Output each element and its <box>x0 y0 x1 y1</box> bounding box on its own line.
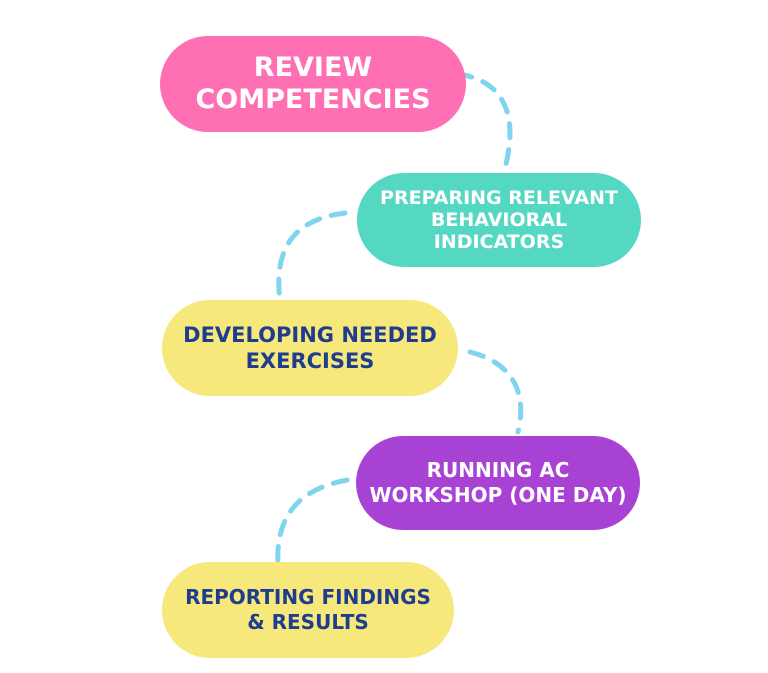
connector-3-to-4 <box>467 349 524 435</box>
connector-4-to-5 <box>275 477 350 568</box>
step-label: PREPARING RELEVANT BEHAVIORAL INDICATORS <box>380 187 618 253</box>
step-developing-exercises: DEVELOPING NEEDED EXERCISES <box>162 300 458 396</box>
step-preparing-behavioral-indicators: PREPARING RELEVANT BEHAVIORAL INDICATORS <box>357 173 641 267</box>
step-review-competencies: REVIEW COMPETENCIES <box>160 36 466 132</box>
step-label: RUNNING AC WORKSHOP (ONE DAY) <box>369 458 627 507</box>
step-reporting-findings: REPORTING FINDINGS & RESULTS <box>162 562 454 658</box>
step-label: REVIEW COMPETENCIES <box>195 52 431 115</box>
step-label: DEVELOPING NEEDED EXERCISES <box>183 323 437 373</box>
connector-1-to-2 <box>455 71 513 171</box>
step-label: REPORTING FINDINGS & RESULTS <box>185 585 431 634</box>
step-running-ac-workshop: RUNNING AC WORKSHOP (ONE DAY) <box>356 436 640 530</box>
connector-2-to-3 <box>276 210 348 303</box>
